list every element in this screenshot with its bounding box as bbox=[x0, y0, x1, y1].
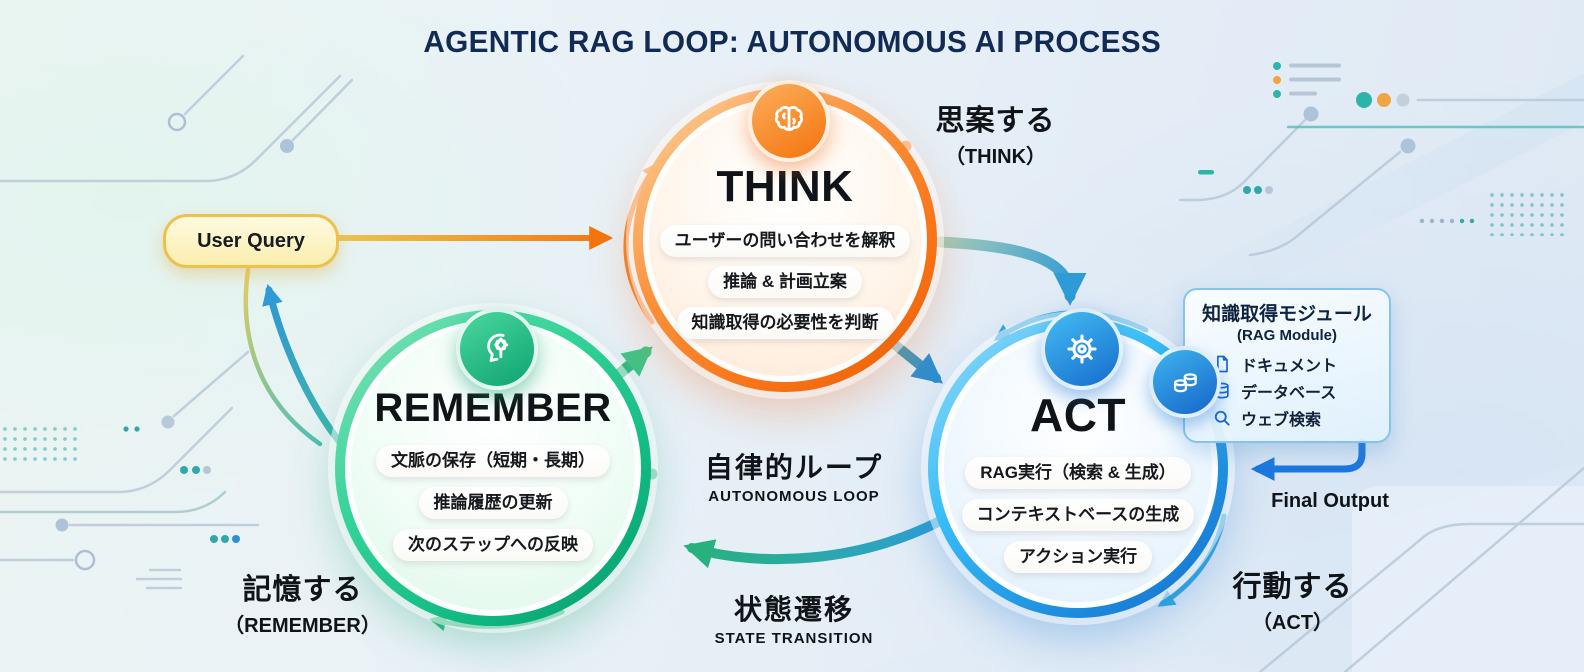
remember-node: REMEMBER 文脈の保存（短期・長期） 推論履歴の更新 次のステップへの反映 bbox=[335, 310, 651, 626]
arrow-rag-to-act-final-output bbox=[1250, 438, 1366, 481]
rag-item-web-search: ウェブ検索 bbox=[1212, 406, 1362, 430]
rag-item-database: データベース bbox=[1212, 379, 1362, 403]
think-title: THINK bbox=[716, 162, 854, 211]
final-output-label: Final Output bbox=[1271, 490, 1389, 512]
arrow-think-to-act-top bbox=[934, 236, 1087, 306]
rag-item-label: データベース bbox=[1241, 385, 1337, 402]
brain-icon bbox=[748, 80, 830, 162]
autonomous-loop-label: 自律的ループ AUTONOMOUS LOOP bbox=[704, 452, 884, 505]
act-side-label: 行動する （ACT） bbox=[1232, 571, 1353, 634]
remember-item-1: 文脈の保存（短期・長期） bbox=[376, 445, 610, 478]
act-item-2: コンテキストベースの生成 bbox=[961, 499, 1195, 532]
memory-head-icon bbox=[456, 308, 538, 390]
database-stack-icon bbox=[1149, 346, 1221, 418]
remember-side-label: 記憶する （REMEMBER） bbox=[224, 574, 381, 637]
rag-item-documents: ドキュメント bbox=[1212, 352, 1362, 376]
think-item-2: 推論 & 計画立案 bbox=[708, 266, 862, 299]
remember-item-3: 次のステップへの反映 bbox=[393, 529, 593, 562]
gear-icon bbox=[1041, 308, 1123, 390]
rag-item-label: ウェブ検索 bbox=[1241, 412, 1322, 429]
user-query-pill: User Query bbox=[163, 214, 339, 268]
dot-grid bbox=[1487, 190, 1565, 236]
rag-item-label: ドキュメント bbox=[1241, 358, 1338, 375]
act-item-3: アクション実行 bbox=[1003, 541, 1153, 574]
rag-module-title: 知識取得モジュール bbox=[1202, 304, 1372, 325]
think-item-3: 知識取得の必要性を判断 bbox=[676, 307, 894, 340]
page-title: AGENTIC RAG LOOP: AUTONOMOUS AI PROCESS bbox=[423, 24, 1161, 59]
act-item-1: RAG実行（検索 & 生成） bbox=[965, 457, 1191, 490]
remember-item-2: 推論履歴の更新 bbox=[418, 487, 568, 520]
act-title: ACT bbox=[1029, 389, 1127, 441]
remember-title: REMEMBER bbox=[374, 386, 612, 430]
dot-grid bbox=[0, 424, 80, 466]
think-node: THINK ユーザーの問い合わせを解釈 推論 & 計画立案 知識取得の必要性を判… bbox=[633, 88, 937, 392]
rag-module-subtitle: (RAG Module) bbox=[1237, 327, 1337, 344]
arrow-remember-to-user-query bbox=[262, 283, 352, 456]
search-icon bbox=[1212, 408, 1232, 428]
user-query-label: User Query bbox=[197, 229, 305, 252]
think-item-1: ユーザーの問い合わせを解釈 bbox=[659, 225, 911, 258]
arrow-act-to-remember bbox=[683, 517, 943, 569]
think-side-label: 思案する （THINK） bbox=[935, 105, 1056, 168]
state-transition-label: 状態遷移 STATE TRANSITION bbox=[714, 594, 874, 647]
line-user-query-feedback bbox=[243, 260, 323, 447]
